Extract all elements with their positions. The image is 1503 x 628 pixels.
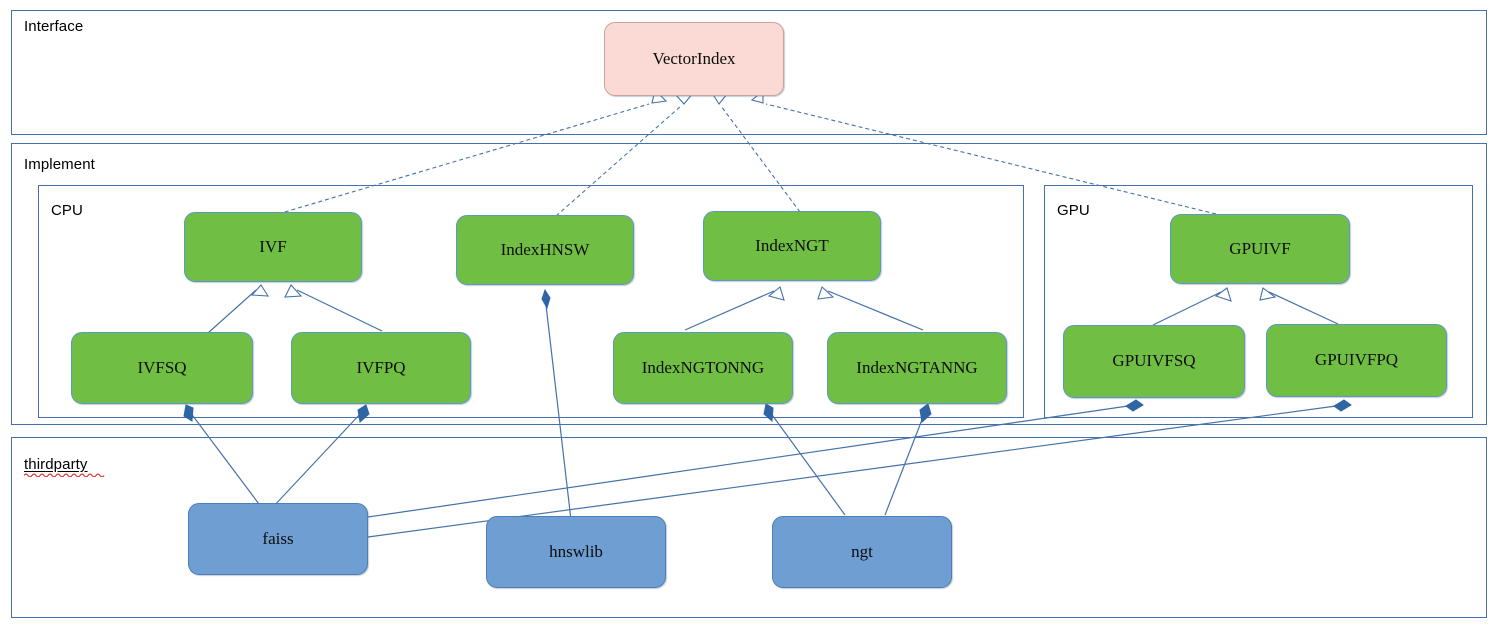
node-gpuivfsq[interactable]: GPUIVFSQ bbox=[1063, 325, 1245, 398]
node-ngt[interactable]: ngt bbox=[772, 516, 952, 588]
group-implement-label: Implement bbox=[24, 156, 95, 173]
node-ivfsq-label: IVFSQ bbox=[137, 357, 187, 377]
node-gpuivfpq[interactable]: GPUIVFPQ bbox=[1266, 324, 1447, 397]
node-gpuivfpq-label: GPUIVFPQ bbox=[1314, 350, 1399, 370]
node-vectorindex-label: VectorIndex bbox=[652, 48, 736, 68]
node-ivf[interactable]: IVF bbox=[184, 212, 362, 282]
node-indexngt[interactable]: IndexNGT bbox=[703, 211, 881, 281]
node-ivf-label: IVF bbox=[259, 236, 287, 256]
node-gpuivf-label: GPUIVF bbox=[1229, 238, 1291, 258]
node-indexngt-label: IndexNGT bbox=[755, 235, 829, 255]
node-indexngtanng-label: IndexNGTANNG bbox=[856, 357, 978, 377]
node-indexngtonng-label: IndexNGTONNG bbox=[641, 357, 765, 377]
node-indexhnsw-label: IndexHNSW bbox=[500, 239, 590, 259]
node-gpuivf[interactable]: GPUIVF bbox=[1170, 214, 1350, 284]
node-indexhnsw[interactable]: IndexHNSW bbox=[456, 215, 634, 285]
group-thirdparty-label: thirdparty bbox=[24, 456, 88, 473]
node-indexngtanng[interactable]: IndexNGTANNG bbox=[827, 332, 1007, 404]
node-hnswlib[interactable]: hnswlib bbox=[486, 516, 666, 588]
node-gpuivfsq-label: GPUIVFSQ bbox=[1112, 351, 1196, 371]
node-ivfpq[interactable]: IVFPQ bbox=[291, 332, 471, 404]
node-ivfsq[interactable]: IVFSQ bbox=[71, 332, 253, 404]
node-indexngtonng[interactable]: IndexNGTONNG bbox=[613, 332, 793, 404]
group-cpu-label: CPU bbox=[51, 202, 83, 219]
node-ngt-label: ngt bbox=[851, 541, 873, 561]
node-hnswlib-label: hnswlib bbox=[549, 541, 603, 561]
node-vectorindex[interactable]: VectorIndex bbox=[604, 22, 784, 96]
node-faiss-label: faiss bbox=[262, 528, 294, 548]
node-ivfpq-label: IVFPQ bbox=[356, 357, 406, 377]
group-gpu-label: GPU bbox=[1057, 202, 1090, 219]
node-faiss[interactable]: faiss bbox=[188, 503, 368, 575]
group-interface-label: Interface bbox=[24, 18, 84, 35]
